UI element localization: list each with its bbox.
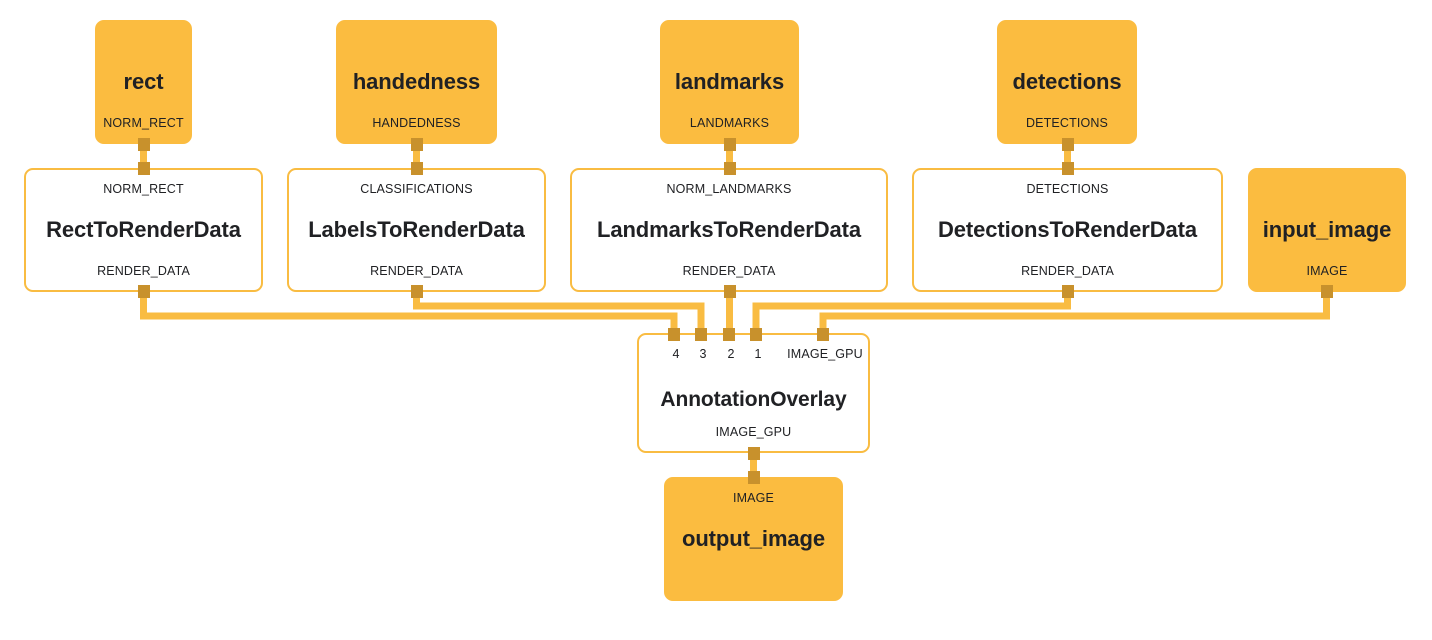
node-handedness[interactable]: handedness HANDEDNESS (336, 20, 497, 144)
port-detectionstorenderdata-in[interactable] (1061, 162, 1074, 175)
node-output-image[interactable]: IMAGE output_image (664, 477, 843, 601)
port-overlay-in-2[interactable] (723, 328, 735, 341)
overlay-input-label-3: 3 (699, 347, 707, 361)
node-output-image-title: output_image (681, 525, 826, 551)
node-detections-to-render-data-output-label: RENDER_DATA (1021, 263, 1114, 278)
port-overlay-in-4[interactable] (668, 328, 680, 341)
edge-inputimage-to-overlay-imagegpu (819, 290, 1330, 336)
node-annotation-overlay[interactable]: 4 3 2 1 IMAGE_GPU AnnotationOverlay IMAG… (637, 333, 870, 453)
node-rect-to-render-data-output-label: RENDER_DATA (97, 263, 190, 278)
edge-labelstorenderdata-to-overlay-3 (413, 290, 705, 336)
node-detections-output-label: DETECTIONS (1025, 115, 1109, 130)
node-landmarks-title: landmarks (674, 68, 785, 94)
overlay-input-label-image-gpu: IMAGE_GPU (787, 347, 863, 361)
port-detectionstorenderdata-out[interactable] (1061, 285, 1074, 298)
node-annotation-overlay-output-label: IMAGE_GPU (715, 424, 792, 439)
node-handedness-title: handedness (352, 68, 481, 94)
edge-detectionstorenderdata-to-overlay-1 (752, 290, 1071, 336)
node-rect-output-label: NORM_RECT (103, 115, 184, 130)
port-detections-out[interactable] (1061, 138, 1074, 151)
overlay-input-label-2: 2 (727, 347, 735, 361)
port-rect-out[interactable] (137, 138, 150, 151)
port-outputimage-in[interactable] (747, 471, 760, 484)
node-detections-to-render-data[interactable]: DETECTIONS DetectionsToRenderData RENDER… (912, 168, 1223, 292)
node-landmarks-to-render-data-output-label: RENDER_DATA (682, 263, 776, 278)
port-labelstorenderdata-in[interactable] (410, 162, 423, 175)
port-landmarkstorenderdata-out[interactable] (723, 285, 736, 298)
port-recttorenderdata-in[interactable] (137, 162, 150, 175)
port-overlay-in-3[interactable] (695, 328, 707, 341)
node-detections[interactable]: detections DETECTIONS (997, 20, 1137, 144)
port-overlay-in-1[interactable] (750, 328, 762, 341)
overlay-input-label-1: 1 (754, 347, 762, 361)
node-detections-to-render-data-title: DetectionsToRenderData (938, 216, 1197, 242)
node-input-image-output-label: IMAGE (1306, 263, 1348, 278)
overlay-input-label-4: 4 (672, 347, 680, 361)
port-recttorenderdata-out[interactable] (137, 285, 150, 298)
node-landmarks[interactable]: landmarks LANDMARKS (660, 20, 799, 144)
port-inputimage-out[interactable] (1320, 285, 1333, 298)
node-annotation-overlay-title: AnnotationOverlay (660, 388, 847, 412)
node-input-image[interactable]: input_image IMAGE (1248, 168, 1406, 292)
node-labels-to-render-data[interactable]: CLASSIFICATIONS LabelsToRenderData RENDE… (287, 168, 546, 292)
node-landmarks-to-render-data-title: LandmarksToRenderData (596, 216, 861, 242)
node-landmarks-to-render-data-input-label: NORM_LANDMARKS (666, 182, 792, 196)
node-labels-to-render-data-title: LabelsToRenderData (308, 216, 525, 242)
node-labels-to-render-data-output-label: RENDER_DATA (370, 263, 463, 278)
node-handedness-output-label: HANDEDNESS (372, 115, 461, 130)
node-detections-title: detections (1012, 68, 1122, 94)
port-handedness-out[interactable] (410, 138, 423, 151)
node-rect-to-render-data-title: RectToRenderData (46, 216, 241, 242)
port-overlay-in-image-gpu[interactable] (817, 328, 829, 341)
node-rect-to-render-data[interactable]: NORM_RECT RectToRenderData RENDER_DATA (24, 168, 263, 292)
node-labels-to-render-data-input-label: CLASSIFICATIONS (360, 182, 473, 196)
node-annotation-overlay-input-ports: 4 3 2 1 IMAGE_GPU (639, 348, 868, 362)
node-landmarks-to-render-data[interactable]: NORM_LANDMARKS LandmarksToRenderData REN… (570, 168, 888, 292)
node-rect-to-render-data-input-label: NORM_RECT (103, 182, 184, 196)
node-rect-title: rect (123, 68, 164, 94)
port-overlay-out-image-gpu[interactable] (747, 447, 760, 460)
node-landmarks-output-label: LANDMARKS (689, 115, 770, 130)
port-labelstorenderdata-out[interactable] (410, 285, 423, 298)
node-input-image-title: input_image (1262, 216, 1392, 242)
node-output-image-input-label: IMAGE (732, 491, 775, 505)
node-rect[interactable]: rect NORM_RECT (95, 20, 192, 144)
edge-recttorenderdata-to-overlay-4 (140, 290, 678, 336)
port-landmarks-out[interactable] (723, 138, 736, 151)
node-detections-to-render-data-input-label: DETECTIONS (1026, 182, 1109, 196)
port-landmarkstorenderdata-in[interactable] (723, 162, 736, 175)
